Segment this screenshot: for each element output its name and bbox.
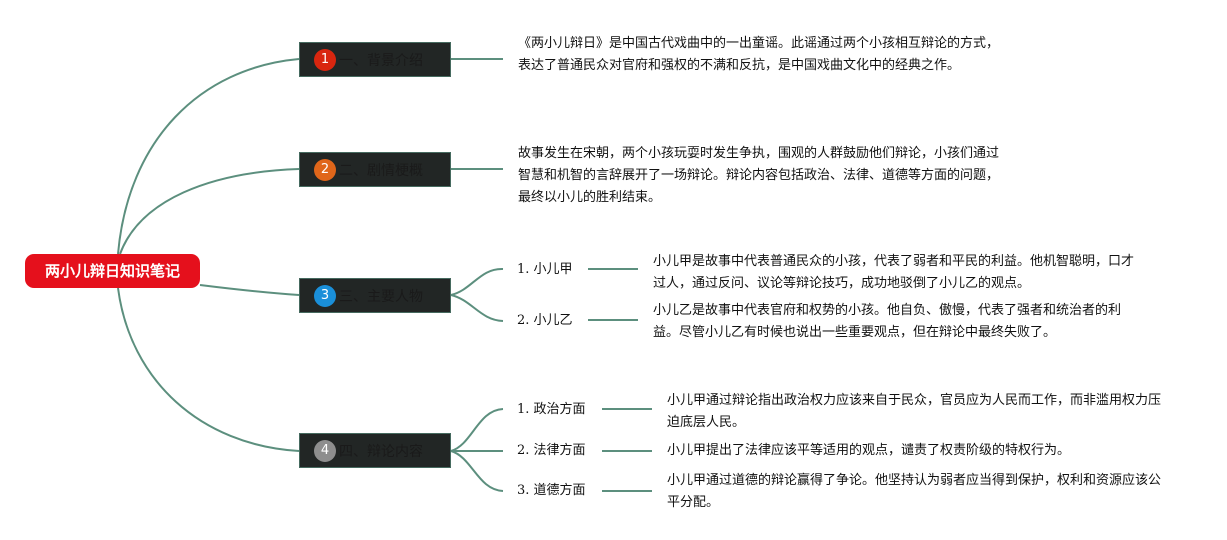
branch-label: 四、辩论内容 xyxy=(339,443,423,460)
connector-branch-4-sub-1 xyxy=(450,408,504,452)
branch-debate-content[interactable]: 4 四、辩论内容 xyxy=(299,433,451,468)
number-badge-icon: 3 xyxy=(314,284,336,307)
root-topic[interactable]: 两小儿辩日知识笔记 xyxy=(25,254,200,288)
subtopic-character-a[interactable]: 1. 小儿甲 xyxy=(517,262,573,277)
connector-root-branch-1 xyxy=(117,58,300,255)
connector-branch-3-sub-2 xyxy=(450,294,504,322)
branch-label: 三、主要人物 xyxy=(339,288,423,305)
subtopic-law[interactable]: 2. 法律方面 xyxy=(517,443,586,458)
number-badge-icon: 2 xyxy=(314,158,336,181)
connector-root-branch-3 xyxy=(199,284,300,296)
subtopic-morality[interactable]: 3. 道德方面 xyxy=(517,483,586,498)
connector-root-branch-2 xyxy=(119,168,300,255)
connector-branch-3-sub-1 xyxy=(450,267,504,296)
number-badge-icon: 4 xyxy=(314,439,336,462)
subtopic-character-b[interactable]: 2. 小儿乙 xyxy=(517,313,573,328)
branch-label: 二、剧情梗概 xyxy=(339,162,423,179)
branch-label: 一、背景介绍 xyxy=(339,52,423,69)
number-badge-icon: 1 xyxy=(314,48,336,71)
connector-branch-4-sub-3 xyxy=(450,450,504,492)
character-b-description: 小儿乙是故事中代表官府和权势的小孩。他自负、傲慢，代表了强者和统治者的利益。尽管… xyxy=(653,303,1122,340)
branch-background[interactable]: 1 一、背景介绍 xyxy=(299,42,451,77)
law-description: 小儿甲提出了法律应该平等适用的观点，谴责了权责阶级的特权行为。 xyxy=(667,443,1071,458)
branch-plot-summary[interactable]: 2 二、剧情梗概 xyxy=(299,152,451,187)
subtopic-politics[interactable]: 1. 政治方面 xyxy=(517,402,586,417)
branch-main-characters[interactable]: 3 三、主要人物 xyxy=(299,278,451,313)
background-description: 《两小儿辩日》是中国古代戏曲中的一出童谣。此谣通过两个小孩相互辩论的方式，表达了… xyxy=(518,36,1000,73)
politics-description: 小儿甲通过辩论指出政治权力应该来自于民众，官员应为人民而工作，而非滥用权力压迫底… xyxy=(667,393,1162,430)
plot-description: 故事发生在宋朝，两个小孩玩耍时发生争执，围观的人群鼓励他们辩论，小孩们通过智慧和… xyxy=(518,146,1000,205)
connector-root-branch-4 xyxy=(117,287,300,452)
morality-description: 小儿甲通过道德的辩论赢得了争论。他坚持认为弱者应当得到保护，权利和资源应该公平分… xyxy=(667,473,1162,510)
character-a-description: 小儿甲是故事中代表普通民众的小孩，代表了弱者和平民的利益。他机智聪明，口才过人，… xyxy=(653,254,1135,291)
